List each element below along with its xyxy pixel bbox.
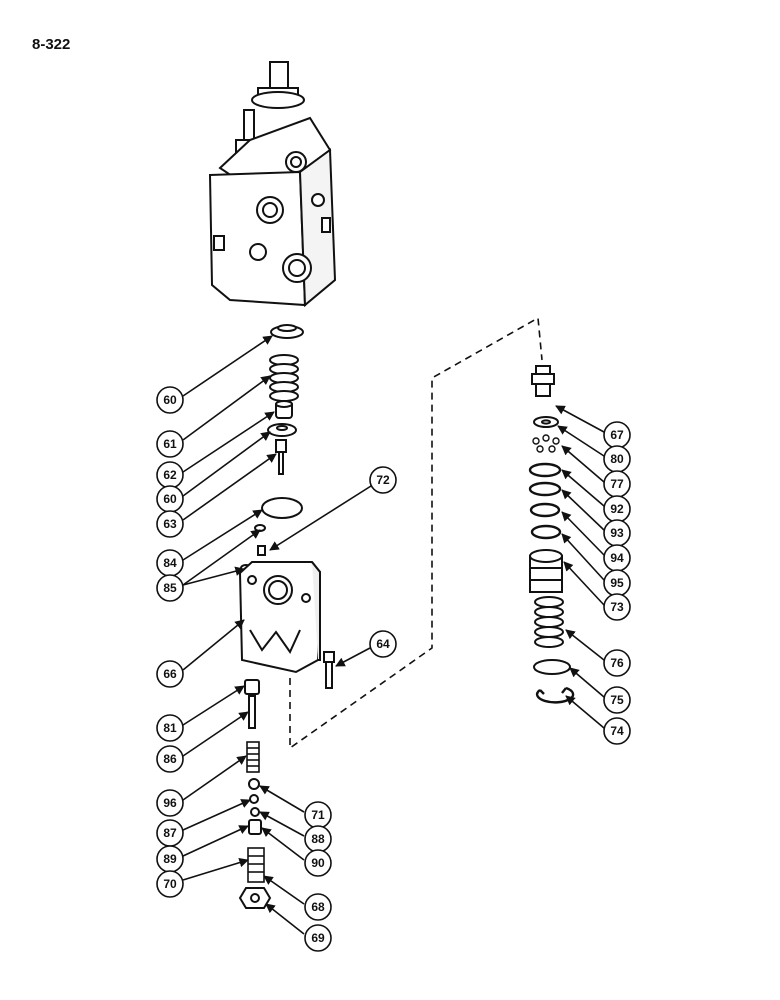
callout-73: 73 xyxy=(603,593,631,621)
callout-70: 70 xyxy=(156,870,184,898)
snap-ring-drawing xyxy=(535,686,575,704)
callout-60b: 60 xyxy=(156,485,184,513)
callout-92: 92 xyxy=(603,495,631,523)
svg-text:81: 81 xyxy=(163,721,177,735)
svg-text:66: 66 xyxy=(163,667,177,681)
svg-text:61: 61 xyxy=(163,437,177,451)
callout-86: 86 xyxy=(156,745,184,773)
svg-text:77: 77 xyxy=(610,477,624,491)
page-number: 8-322 xyxy=(32,36,71,53)
callout-67: 67 xyxy=(603,421,631,449)
pin-drawing xyxy=(257,545,266,556)
svg-text:89: 89 xyxy=(163,852,177,866)
svg-text:67: 67 xyxy=(610,428,624,442)
svg-text:84: 84 xyxy=(163,556,177,570)
callout-74: 74 xyxy=(603,717,631,745)
callout-93: 93 xyxy=(603,519,631,547)
disc-drawing xyxy=(533,659,571,675)
plunger-drawing xyxy=(244,679,260,729)
svg-text:86: 86 xyxy=(163,752,177,766)
spring-cap-drawing xyxy=(270,324,304,339)
callout-66: 66 xyxy=(156,660,184,688)
callout-76: 76 xyxy=(603,649,631,677)
svg-text:71: 71 xyxy=(311,808,325,822)
callout-80: 80 xyxy=(603,445,631,473)
svg-text:92: 92 xyxy=(610,502,624,516)
svg-text:72: 72 xyxy=(376,473,390,487)
svg-text:88: 88 xyxy=(311,832,325,846)
assembly-dashed-line xyxy=(289,316,543,750)
svg-text:60: 60 xyxy=(163,492,177,506)
svg-text:93: 93 xyxy=(610,526,624,540)
bolt-drawing xyxy=(275,439,287,475)
svg-text:87: 87 xyxy=(163,826,177,840)
callout-85: 85 xyxy=(156,574,184,602)
svg-text:96: 96 xyxy=(163,796,177,810)
relief-valve-drawing xyxy=(531,365,555,397)
svg-text:70: 70 xyxy=(163,877,177,891)
valve-body-drawing xyxy=(208,61,337,308)
callout-87: 87 xyxy=(156,819,184,847)
o-ring-drawing xyxy=(240,497,303,572)
spring-guide-drawing xyxy=(247,847,265,883)
svg-text:80: 80 xyxy=(610,452,624,466)
callout-60a: 60 xyxy=(156,386,184,414)
svg-text:68: 68 xyxy=(311,900,325,914)
callout-96: 96 xyxy=(156,789,184,817)
right-washer-drawing xyxy=(533,416,559,428)
svg-text:95: 95 xyxy=(610,576,624,590)
svg-text:63: 63 xyxy=(163,517,177,531)
svg-text:94: 94 xyxy=(610,551,624,565)
svg-text:76: 76 xyxy=(610,656,624,670)
svg-text:64: 64 xyxy=(376,637,390,651)
screw-drawing xyxy=(323,651,335,689)
callout-68: 68 xyxy=(304,893,332,921)
small-spring-drawing xyxy=(246,741,260,773)
svg-text:60: 60 xyxy=(163,393,177,407)
callout-77: 77 xyxy=(603,470,631,498)
nut-drawing xyxy=(238,887,272,909)
washer-drawing xyxy=(267,423,297,437)
callout-63: 63 xyxy=(156,510,184,538)
spring-drawing xyxy=(269,354,299,402)
callout-75: 75 xyxy=(603,686,631,714)
svg-text:85: 85 xyxy=(163,581,177,595)
callout-95: 95 xyxy=(603,569,631,597)
rings-drawing xyxy=(528,462,562,540)
piston-drawing xyxy=(529,549,563,593)
callout-94: 94 xyxy=(603,544,631,572)
svg-text:90: 90 xyxy=(311,856,325,870)
callout-90: 90 xyxy=(304,849,332,877)
small-parts-drawing xyxy=(248,778,262,835)
balls-drawing xyxy=(532,434,560,453)
leader-lines xyxy=(182,335,605,935)
svg-text:75: 75 xyxy=(610,693,624,707)
callout-71: 71 xyxy=(304,801,332,829)
svg-text:73: 73 xyxy=(610,600,624,614)
piston-spring-drawing xyxy=(534,596,564,648)
callout-84: 84 xyxy=(156,549,184,577)
callout-61: 61 xyxy=(156,430,184,458)
spacer-drawing xyxy=(275,400,293,419)
svg-text:74: 74 xyxy=(610,724,624,738)
callout-89: 89 xyxy=(156,845,184,873)
callout-62: 62 xyxy=(156,461,184,489)
callout-72: 72 xyxy=(369,466,397,494)
callout-64: 64 xyxy=(369,630,397,658)
callout-88: 88 xyxy=(304,825,332,853)
svg-text:62: 62 xyxy=(163,468,177,482)
callout-81: 81 xyxy=(156,714,184,742)
callout-69: 69 xyxy=(304,924,332,952)
housing-drawing xyxy=(238,561,322,674)
svg-text:69: 69 xyxy=(311,931,325,945)
